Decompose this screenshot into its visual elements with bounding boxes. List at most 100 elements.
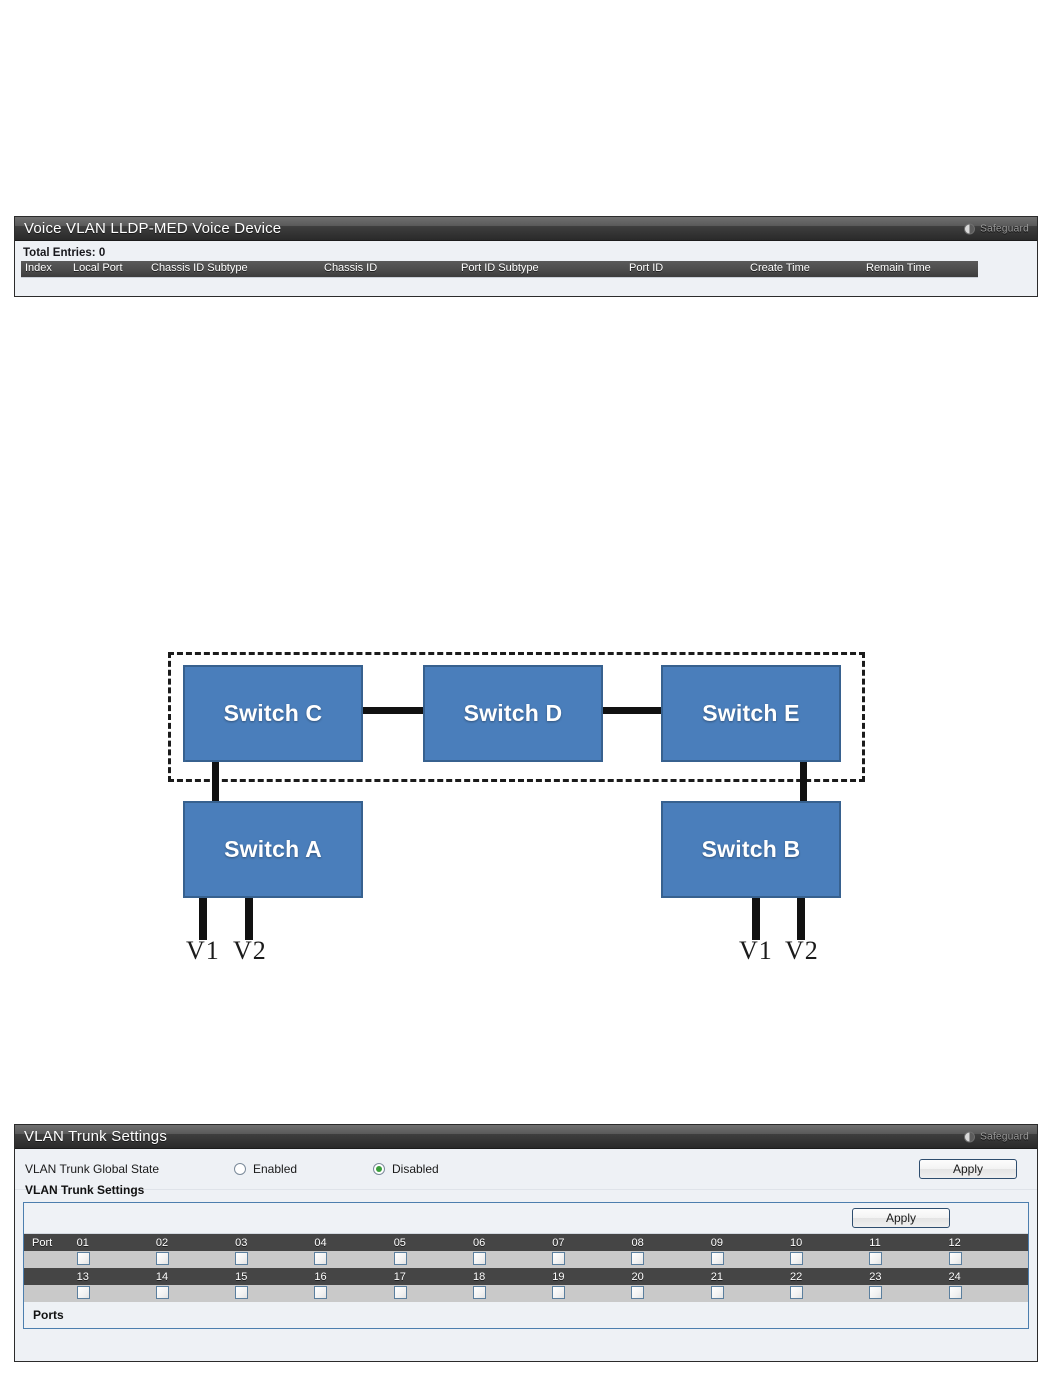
link-switch-c-switch-a (212, 755, 219, 807)
port-checkbox-13[interactable] (76, 1285, 90, 1299)
port-number-07: 07 (552, 1236, 565, 1249)
port-checkbox-row-spacer (24, 1285, 77, 1302)
column-header-remain-time: Remain Time (866, 262, 931, 274)
port-checkbox-cell-13 (76, 1285, 156, 1302)
apply-global-button[interactable]: Apply (919, 1159, 1017, 1179)
port-number-04: 04 (314, 1236, 327, 1249)
port-checkbox-11[interactable] (869, 1251, 883, 1265)
port-checkbox-20[interactable] (631, 1285, 645, 1299)
port-checkbox-08[interactable] (631, 1251, 645, 1265)
port-number-21: 21 (710, 1270, 723, 1283)
port-checkbox-cell-08 (631, 1251, 710, 1268)
port-checkbox-cell-20 (631, 1285, 710, 1302)
radio-disabled-input[interactable] (373, 1163, 385, 1175)
node-switch-c[interactable]: Switch C (183, 665, 363, 762)
ports-footer-label: Ports (33, 1308, 64, 1322)
port-number-11: 11 (869, 1236, 881, 1249)
port-checkbox-cell-14 (155, 1285, 235, 1302)
radio-option-disabled[interactable]: Disabled (373, 1162, 439, 1176)
port-checkbox-01[interactable] (76, 1251, 90, 1265)
endpoint-label-a-v1: V1 (186, 936, 220, 965)
port-checkbox-cell-04 (314, 1251, 393, 1268)
lldp-med-voice-device-panel: Voice VLAN LLDP-MED Voice Device Safegua… (14, 216, 1038, 297)
port-number-16: 16 (314, 1270, 327, 1283)
port-number-15: 15 (235, 1270, 248, 1283)
port-checkbox-cell-07 (552, 1251, 631, 1268)
port-number-18: 18 (472, 1270, 486, 1283)
vlan-trunk-settings-panel: VLAN Trunk Settings Safeguard VLAN Trunk… (14, 1124, 1038, 1362)
column-header-chassis-id: Chassis ID (324, 262, 378, 274)
port-checkbox-06[interactable] (472, 1251, 486, 1265)
link-switch-d-switch-e (597, 707, 667, 714)
port-number-14: 14 (155, 1270, 169, 1283)
port-checkbox-24[interactable] (948, 1285, 962, 1299)
column-header-port-id: Port ID (629, 262, 664, 274)
port-number-12: 12 (948, 1236, 961, 1249)
radio-disabled-label: Disabled (392, 1162, 439, 1176)
port-number-22: 22 (790, 1270, 803, 1283)
port-checkbox-14[interactable] (155, 1285, 169, 1299)
port-number-23: 23 (869, 1270, 882, 1283)
port-checkbox-17[interactable] (393, 1285, 407, 1299)
port-checkbox-cell-15 (235, 1285, 314, 1302)
port-checkbox-cell-02 (155, 1251, 235, 1268)
port-checkbox-23[interactable] (869, 1285, 883, 1299)
port-checkbox-02[interactable] (155, 1251, 169, 1265)
trunk-page-title: VLAN Trunk Settings (24, 1128, 168, 1145)
port-checkbox-19[interactable] (552, 1285, 566, 1299)
port-number-08: 08 (631, 1236, 644, 1249)
port-checkbox-cell-17 (393, 1285, 473, 1302)
port-checkbox-16[interactable] (314, 1285, 328, 1299)
port-checkbox-22[interactable] (790, 1285, 804, 1299)
port-checkbox-03[interactable] (235, 1251, 249, 1265)
port-checkbox-15[interactable] (235, 1285, 249, 1299)
total-entries-label: Total Entries: 0 (23, 247, 106, 259)
port-checkbox-05[interactable] (393, 1251, 407, 1265)
global-state-row: VLAN Trunk Global State Enabled Disabled… (15, 1149, 1037, 1190)
port-checkbox-cell-22 (790, 1285, 869, 1302)
safeguard-indicator-trunk[interactable]: Safeguard (964, 1131, 1029, 1142)
ports-footer-row: Ports (24, 1302, 1028, 1328)
port-checkbox-cell-10 (790, 1251, 869, 1268)
node-switch-e[interactable]: Switch E (661, 665, 841, 762)
safeguard-icon (964, 223, 976, 234)
trunk-group-dashed-boundary (168, 652, 865, 782)
port-number-02: 02 (155, 1236, 169, 1249)
port-number-06: 06 (472, 1236, 486, 1249)
port-header-spacer (24, 1268, 77, 1285)
port-checkbox-09[interactable] (710, 1251, 724, 1265)
column-header-create-time: Create Time (750, 262, 810, 274)
trunk-settings-section-label: VLAN Trunk Settings (25, 1183, 145, 1197)
safeguard-label: Safeguard (980, 1131, 1029, 1142)
downlink-switch-b-v1 (752, 892, 760, 940)
apply-ports-button[interactable]: Apply (852, 1208, 950, 1228)
port-checkbox-21[interactable] (710, 1285, 724, 1299)
port-checkbox-cell-24 (948, 1285, 1028, 1302)
port-checkbox-cell-23 (869, 1285, 948, 1302)
port-checkbox-18[interactable] (472, 1285, 486, 1299)
port-checkbox-07[interactable] (552, 1251, 566, 1265)
port-number-19: 19 (552, 1270, 565, 1283)
endpoint-label-a-v2: V2 (233, 936, 267, 965)
node-switch-a[interactable]: Switch A (183, 801, 363, 898)
safeguard-indicator[interactable]: Safeguard (964, 223, 1029, 234)
endpoint-label-b-v2: V2 (785, 936, 819, 965)
port-checkbox-12[interactable] (948, 1251, 962, 1265)
panel-titlebar: Voice VLAN LLDP-MED Voice Device Safegua… (15, 217, 1037, 241)
radio-enabled-input[interactable] (234, 1163, 246, 1175)
port-number-01: 01 (76, 1236, 89, 1249)
column-header-index: Index (25, 262, 52, 274)
port-checkbox-cell-19 (552, 1285, 631, 1302)
radio-option-enabled[interactable]: Enabled (234, 1162, 297, 1176)
port-checkbox-04[interactable] (314, 1251, 328, 1265)
port-number-10: 10 (790, 1236, 803, 1249)
node-switch-d[interactable]: Switch D (423, 665, 603, 762)
node-switch-b[interactable]: Switch B (661, 801, 841, 898)
port-checkbox-cell-21 (710, 1285, 790, 1302)
port-checkbox-10[interactable] (790, 1251, 804, 1265)
